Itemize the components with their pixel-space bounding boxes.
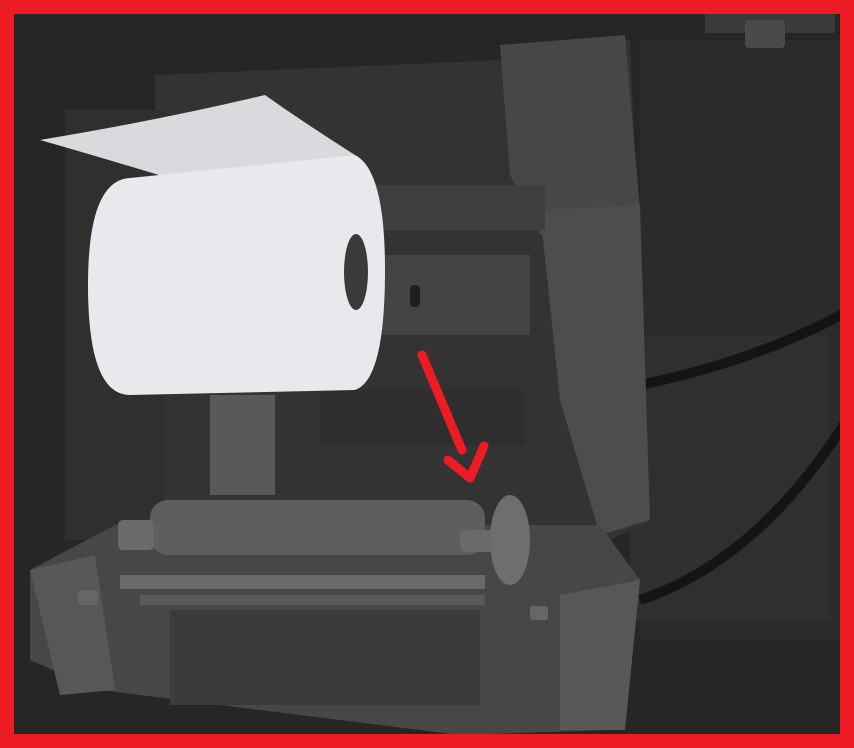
platen-roller-icon <box>118 500 500 555</box>
roll-holder-stand <box>210 395 275 495</box>
cable-upper <box>638 305 853 390</box>
printer-right-arm <box>540 205 650 535</box>
paper-roll-body <box>88 155 385 395</box>
paper-roll-core <box>344 234 368 310</box>
printer-rail-lower <box>140 595 485 605</box>
knob-icon <box>490 495 530 585</box>
arrow-head <box>443 441 489 483</box>
printer-right-foot <box>560 580 640 730</box>
arrow-shaft <box>417 350 467 455</box>
printer-slot-hole <box>410 285 420 307</box>
paper-roll-icon <box>40 95 385 395</box>
ceiling-fixture-knob <box>745 20 785 48</box>
platen-roller-body <box>150 500 485 555</box>
cable-lower <box>638 412 854 605</box>
printer-inner-shelf <box>320 390 525 445</box>
paper-sheet-tail <box>40 95 355 180</box>
printer-front-plate <box>170 610 480 705</box>
cabinet-panel-lower <box>630 335 830 620</box>
printer-inner-frame <box>375 185 545 230</box>
small-screw-left <box>78 590 98 605</box>
small-screw-right <box>530 606 548 620</box>
platen-roller-shaft <box>460 530 500 552</box>
arrow-down-right-icon <box>417 350 489 483</box>
platen-roller-left-cap <box>118 520 154 550</box>
knob-wheel <box>490 495 530 585</box>
printer-rail <box>120 575 485 589</box>
printer-inner-slot <box>380 255 530 335</box>
